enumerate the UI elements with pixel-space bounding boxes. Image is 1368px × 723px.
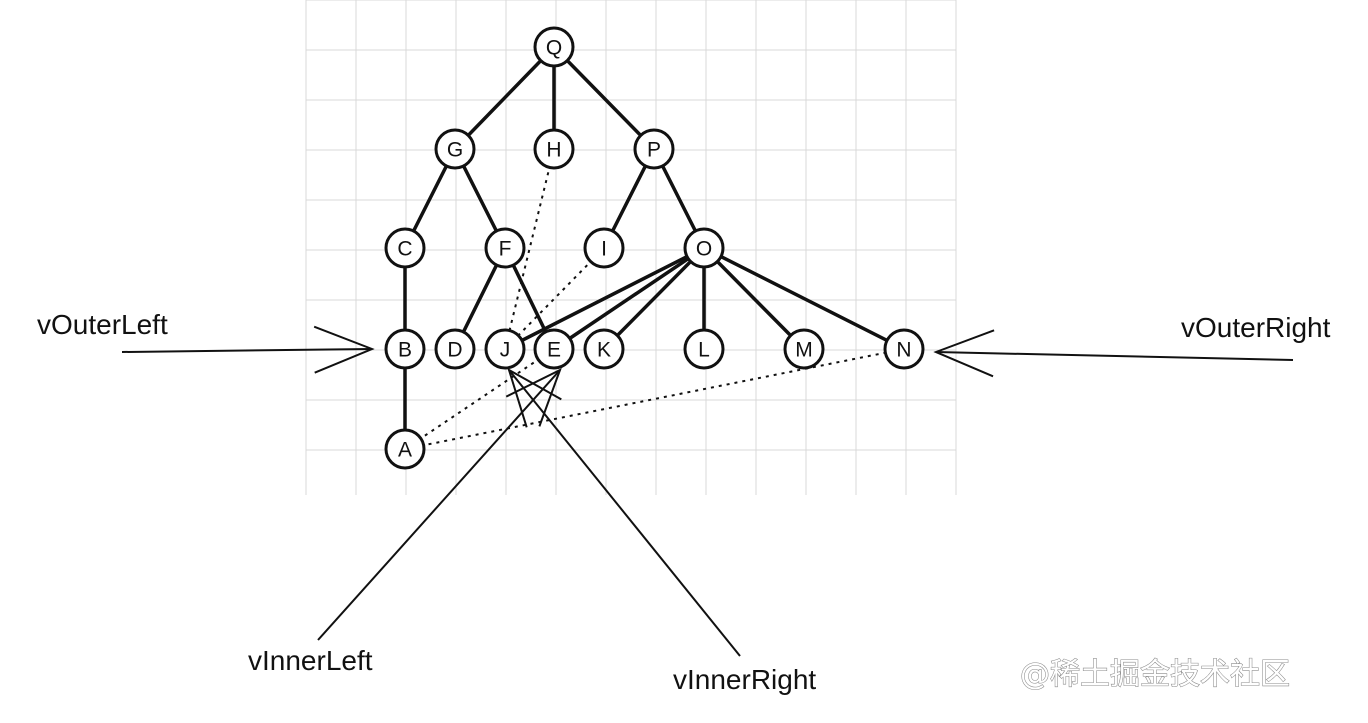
watermark-text: @稀土掘金技术社区 <box>1020 657 1290 692</box>
label-vouterleft: vOuterLeft <box>37 309 168 340</box>
thread-edge-a-n <box>404 348 905 450</box>
node-label: L <box>698 339 710 362</box>
node-k: K <box>583 328 625 370</box>
tree-edge-o-j <box>503 246 706 351</box>
tree-nodes: Q G H P C F I O B D J E K L M N A <box>384 26 925 470</box>
node-label: E <box>547 339 561 362</box>
arrow-vouterleft <box>121 325 375 374</box>
node-g: G <box>434 128 476 170</box>
node-label: I <box>601 238 607 261</box>
node-n: N <box>883 328 925 370</box>
node-label: B <box>398 339 412 362</box>
node-label: A <box>398 439 412 462</box>
node-f: F <box>484 227 526 269</box>
node-label: J <box>500 339 511 362</box>
thread-edge-h-j <box>504 148 555 350</box>
node-label: P <box>647 139 661 162</box>
arrow-vouterright <box>933 329 1294 378</box>
node-label: O <box>696 238 712 261</box>
tree-edge-o-n <box>702 246 906 351</box>
node-label: H <box>546 139 561 162</box>
node-label: M <box>795 339 813 362</box>
node-d: D <box>434 328 476 370</box>
node-label: D <box>447 339 462 362</box>
label-vinnerleft: vInnerLeft <box>248 645 373 676</box>
node-label: Q <box>546 37 562 60</box>
node-label: N <box>896 339 911 362</box>
arrow-vinnerleft <box>317 367 562 641</box>
node-p: P <box>633 128 675 170</box>
tree-edge-o-e <box>552 246 706 351</box>
node-j: J <box>484 328 526 370</box>
arrow-vinnerright <box>507 367 741 657</box>
node-e: E <box>533 328 575 370</box>
thread-edges <box>404 148 905 450</box>
node-label: C <box>397 238 412 261</box>
tree-edge-o-k <box>602 246 706 351</box>
pointer-arrows <box>121 325 1294 657</box>
tree-edge-q-g <box>453 45 556 151</box>
node-label: G <box>447 139 463 162</box>
node-a: A <box>384 428 426 470</box>
node-h: H <box>533 128 575 170</box>
node-b: B <box>384 328 426 370</box>
tree-edges <box>403 45 906 451</box>
background-grid <box>305 0 957 495</box>
node-l: L <box>683 328 725 370</box>
node-m: M <box>783 328 825 370</box>
label-vouterright: vOuterRight <box>1181 312 1331 343</box>
tree-edge-o-m <box>702 246 806 351</box>
node-label: F <box>499 238 512 261</box>
node-i: I <box>583 227 625 269</box>
tree-edge-q-p <box>552 45 656 151</box>
node-c: C <box>384 227 426 269</box>
label-vinnerright: vInnerRight <box>673 664 816 695</box>
node-label: K <box>597 339 611 362</box>
node-o: O <box>683 227 725 269</box>
node-q: Q <box>533 26 575 68</box>
thread-edge-a-e <box>404 348 555 450</box>
